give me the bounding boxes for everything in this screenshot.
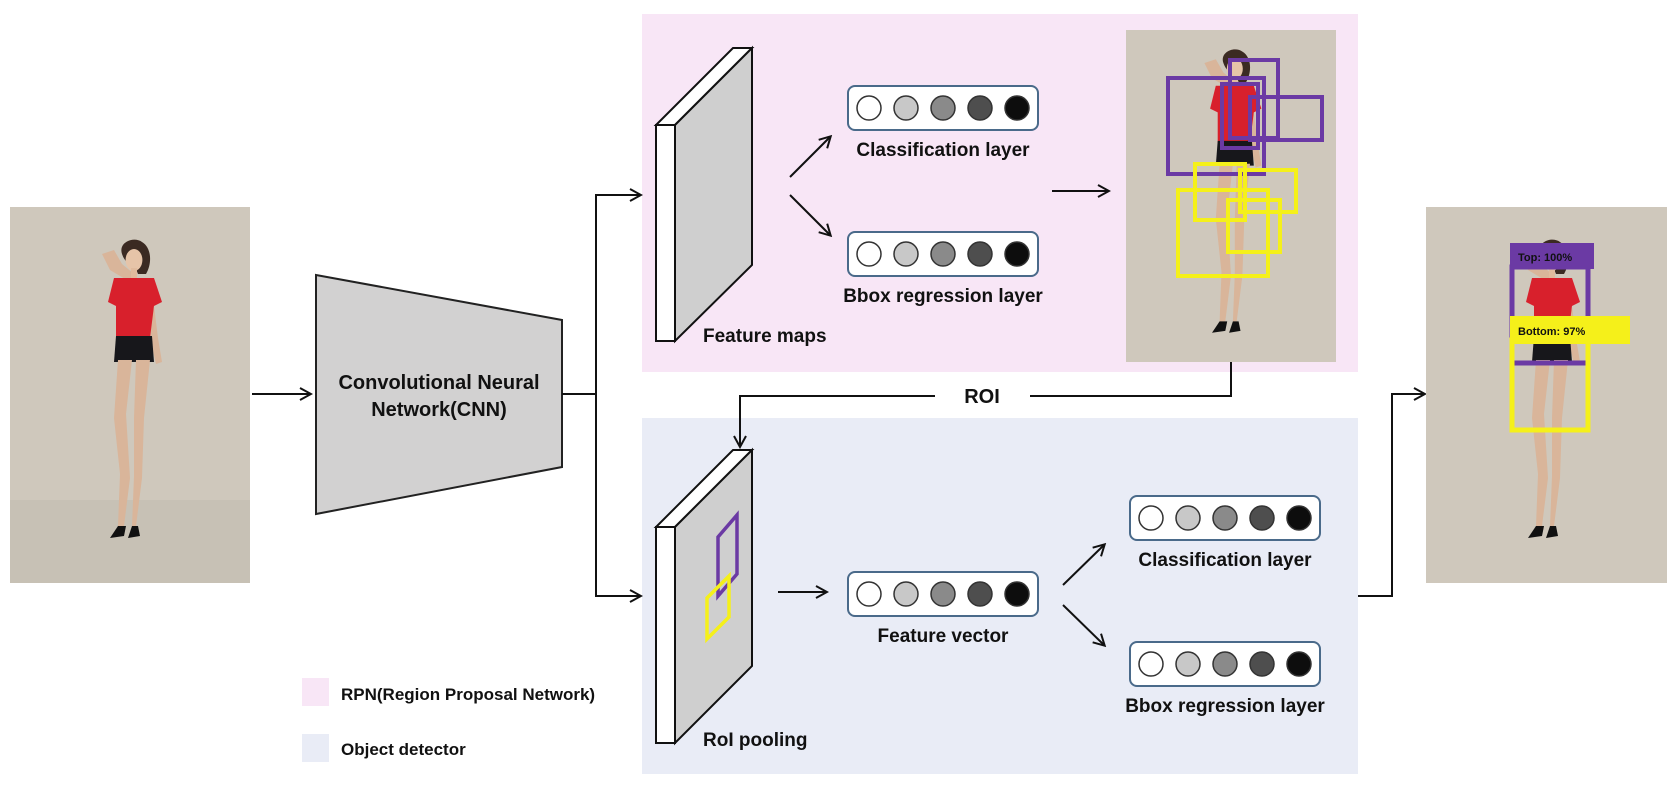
roi-box-purple	[716, 510, 739, 601]
neuron-node-icon	[930, 581, 956, 607]
cnn-block: Convolutional Neural Network(CNN)	[315, 273, 563, 516]
neuron-node-icon	[893, 241, 919, 267]
detector-bbox-regression-label: Bbox regression layer	[1125, 696, 1325, 717]
top-tag: Top: 100%	[1518, 252, 1572, 264]
roi-label: ROI	[964, 386, 1000, 408]
neuron-node-icon	[1175, 505, 1201, 531]
bottom-tag-bg	[1510, 316, 1630, 344]
legend-label-detector: Object detector	[341, 740, 466, 759]
neuron-node-icon	[856, 581, 882, 607]
neuron-node-icon	[930, 241, 956, 267]
proposal-box-purple	[1220, 82, 1260, 150]
input-photo	[10, 207, 250, 583]
rpn-classification-label: Classification layer	[856, 140, 1030, 161]
output-photo: Top: 100% Bottom: 97%	[1426, 207, 1667, 583]
rpn-classification-layer	[847, 85, 1039, 131]
detector-classification-label: Classification layer	[1138, 550, 1312, 571]
proposal-box-yellow	[1176, 188, 1270, 278]
bottom-tag: Bottom: 97%	[1518, 326, 1585, 338]
roi-pooling-label: RoI pooling	[703, 730, 807, 751]
neuron-node-icon	[1212, 651, 1238, 677]
roi-pooling-slab	[653, 447, 755, 746]
proposal-box-purple	[1248, 95, 1324, 142]
neuron-node-icon	[893, 581, 919, 607]
neuron-node-icon	[1212, 505, 1238, 531]
feature-vector-label: Feature vector	[878, 626, 1010, 647]
neuron-node-icon	[1004, 581, 1030, 607]
neuron-node-icon	[1249, 505, 1275, 531]
feature-vector	[847, 571, 1039, 617]
rpn-bbox-regression-layer	[847, 231, 1039, 277]
neuron-node-icon	[967, 241, 993, 267]
legend-label-rpn: RPN(Region Proposal Network)	[341, 685, 595, 704]
neuron-node-icon	[1175, 651, 1201, 677]
neuron-node-icon	[930, 95, 956, 121]
feature-maps-slab	[653, 45, 755, 344]
neuron-node-icon	[856, 95, 882, 121]
arrow-icon	[789, 137, 830, 178]
neuron-node-icon	[1286, 505, 1312, 531]
roi-box-yellow	[705, 571, 731, 644]
detector-classification-layer	[1129, 495, 1321, 541]
neuron-node-icon	[1138, 505, 1164, 531]
cnn-label-line1: Convolutional Neural	[338, 372, 539, 394]
neuron-node-icon	[893, 95, 919, 121]
roi-connector	[740, 362, 1232, 446]
feature-maps-label: Feature maps	[703, 326, 827, 347]
region-proposals-photo	[1126, 30, 1336, 362]
legend-swatch-detector	[302, 734, 329, 762]
legend: RPN(Region Proposal Network) Object dete…	[302, 678, 595, 762]
detector-bbox-regression-layer	[1129, 641, 1321, 687]
neuron-node-icon	[1286, 651, 1312, 677]
rpn-bbox-regression-label: Bbox regression layer	[843, 286, 1043, 307]
cnn-branch-connector	[562, 195, 640, 596]
top-tag-bg	[1510, 243, 1594, 269]
neuron-node-icon	[967, 95, 993, 121]
proposal-box-purple	[1166, 76, 1266, 176]
arrow-icon	[789, 194, 830, 235]
neuron-node-icon	[1249, 651, 1275, 677]
neuron-node-icon	[856, 241, 882, 267]
neuron-node-icon	[1138, 651, 1164, 677]
neuron-node-icon	[1004, 241, 1030, 267]
legend-swatch-rpn	[302, 678, 329, 706]
proposal-box-yellow	[1226, 198, 1282, 254]
neuron-node-icon	[1004, 95, 1030, 121]
arrow-icon	[1062, 545, 1104, 586]
output-connector	[1358, 394, 1424, 597]
cnn-label-line2: Network(CNN)	[371, 399, 507, 421]
neuron-node-icon	[967, 581, 993, 607]
arrow-icon	[1062, 604, 1104, 645]
